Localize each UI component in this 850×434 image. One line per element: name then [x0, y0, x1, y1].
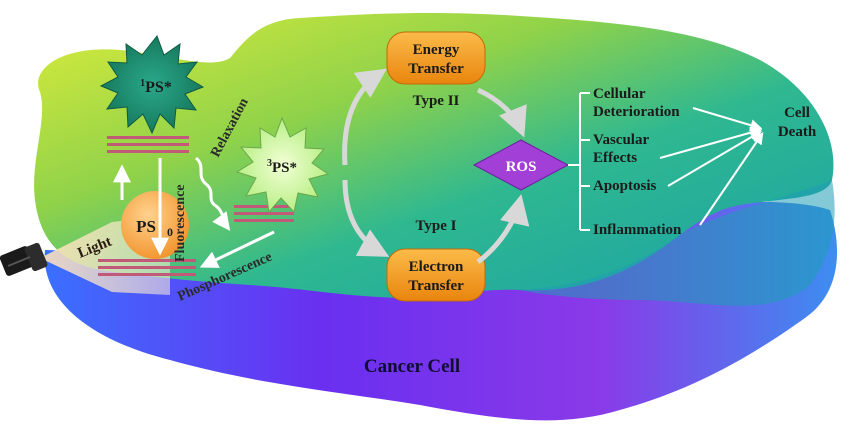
effect-vascular-line2: Effects	[593, 150, 637, 166]
type-ii-label: Type II	[413, 93, 460, 109]
type-i-label: Type I	[416, 218, 457, 234]
cancer-cell-label: Cancer Cell	[364, 356, 460, 377]
effect-vascular-line1: Vascular	[593, 132, 649, 148]
energy-transfer-pill	[386, 31, 486, 85]
arrows-to-cell-death	[659, 107, 764, 226]
ros-label: ROS	[506, 159, 537, 175]
cell-death-line1: Cell	[784, 105, 810, 121]
electron-transfer-pill	[386, 248, 486, 302]
effect-cellular-line2: Deterioration	[593, 104, 680, 120]
ps0-subscript: 0	[167, 225, 173, 239]
effect-cellular-line1: Cellular	[593, 86, 646, 102]
relaxation-arrow	[194, 156, 231, 231]
effect-inflammation: Inflammation	[593, 222, 682, 238]
arrow-to-energy-transfer	[342, 68, 387, 166]
ps0-label: PS	[136, 217, 156, 236]
arrow-electron-to-ros	[476, 194, 530, 264]
singlet-energy-levels	[107, 136, 189, 153]
electron-transfer-label-line2: Transfer	[408, 278, 464, 294]
effects-bracket	[568, 92, 590, 231]
singlet-state-star	[99, 34, 205, 135]
fluorescence-label: Fluorescence	[173, 185, 188, 263]
cell-death-line2: Death	[778, 124, 817, 140]
triplet-energy-levels	[234, 205, 294, 222]
effect-apoptosis: Apoptosis	[593, 178, 657, 194]
cell-membrane	[34, 12, 834, 299]
electron-transfer-label-line1: Electron	[409, 259, 464, 275]
singlet-state-label: 1PS*	[140, 78, 172, 96]
phosphorescence-arrow	[199, 230, 275, 268]
cell-shading	[520, 180, 835, 306]
ps0-state-circle	[121, 191, 189, 259]
arrow-energy-to-ros	[476, 87, 527, 138]
energy-transfer-label-line2: Transfer	[408, 61, 464, 77]
ground-energy-levels	[98, 259, 196, 276]
triplet-state-label: 3PS*	[267, 158, 297, 176]
arrow-to-electron-transfer	[342, 179, 390, 257]
energy-transfer-label-line1: Energy	[413, 42, 460, 58]
triplet-state-star	[235, 116, 330, 214]
